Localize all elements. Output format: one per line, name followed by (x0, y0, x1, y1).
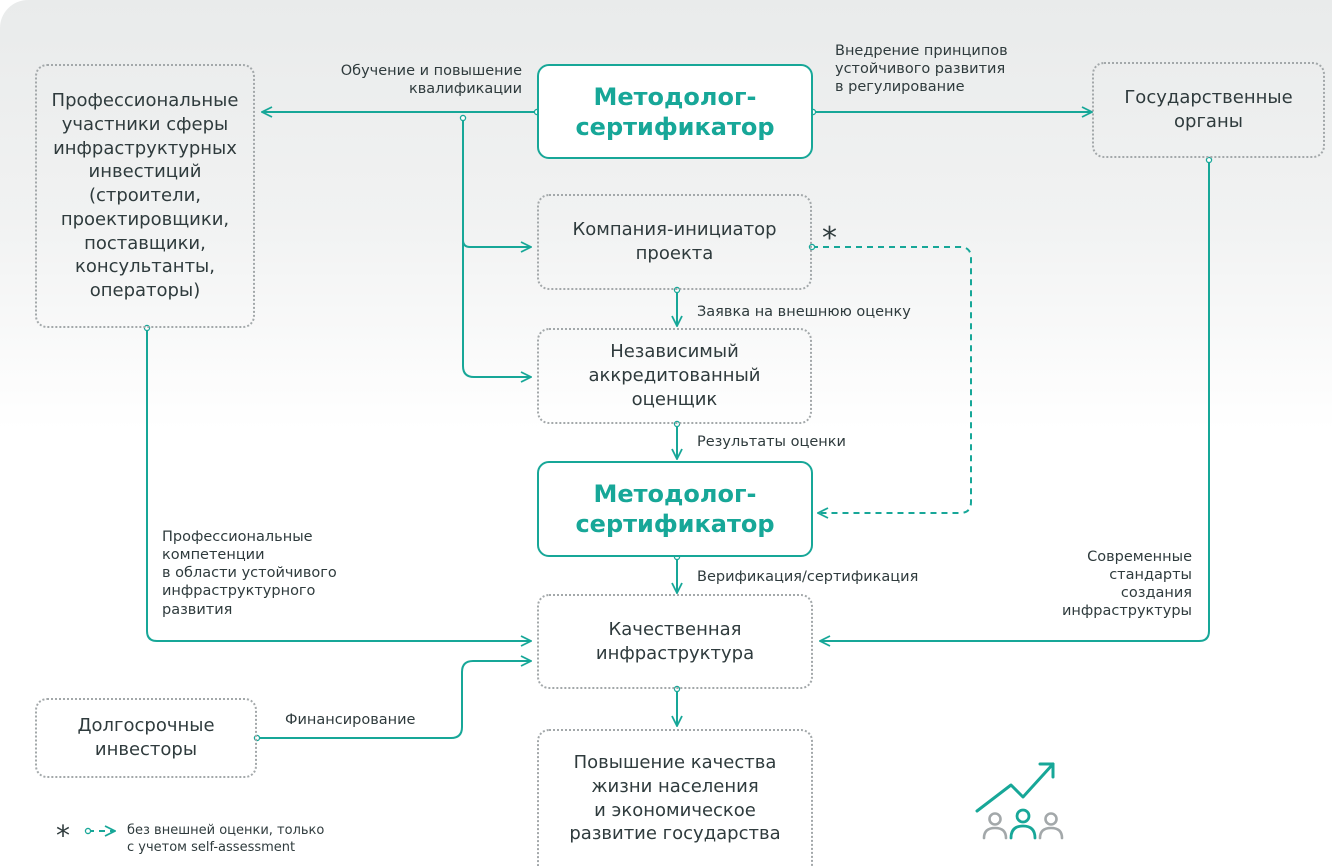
label-application: Заявка на внешнюю оценку (697, 304, 911, 320)
legend-asterisk: * (56, 819, 70, 852)
node-methodologist-top: Методолог- сертификатор (537, 64, 813, 159)
label-training: Обучение и повышение квалификации (340, 63, 522, 98)
node-professionals-label: Профессиональные участники сферы инфраст… (51, 90, 239, 302)
node-assessor-label: Независимый аккредитованный оценщик (588, 341, 761, 410)
node-quality-infra: Качественная инфраструктура (537, 594, 813, 689)
node-methodologist-top-label: Методолог- сертификатор (575, 82, 775, 141)
node-methodologist-mid: Методолог- сертификатор (537, 461, 813, 557)
node-investors-label: Долгосрочные инвесторы (77, 715, 215, 760)
edge-standards (820, 160, 1209, 641)
node-methodologist-mid-label: Методолог- сертификатор (575, 480, 775, 538)
label-standards: Современные стандарты создания инфрастру… (1061, 549, 1192, 620)
label-results: Результаты оценки (697, 434, 846, 450)
label-principles: Внедрение принципов устойчивого развития… (835, 43, 1008, 96)
node-initiator: Компания-инициатор проекта (537, 194, 812, 290)
node-professionals: Профессиональные участники сферы инфраст… (35, 64, 255, 328)
label-financing: Финансирование (285, 712, 416, 728)
edge-financing (257, 661, 531, 738)
edge-self-assessment (812, 247, 972, 513)
node-initiator-label: Компания-инициатор проекта (572, 219, 777, 264)
node-investors: Долгосрочные инвесторы (35, 698, 257, 778)
node-government: Государственные органы (1092, 62, 1325, 158)
node-quality-infra-label: Качественная инфраструктура (595, 618, 755, 664)
label-verification: Верификация/сертификация (697, 569, 919, 585)
node-assessor: Независимый аккредитованный оценщик (537, 328, 812, 424)
edge-competences (147, 328, 531, 641)
node-government-label: Государственные органы (1124, 87, 1293, 132)
legend-text: без внешней оценки, только с учетом self… (127, 823, 325, 855)
label-competences: Профессиональные компетенции в области у… (162, 529, 337, 618)
growth-people-icon (975, 762, 1064, 840)
node-life-quality: Повышение качества жизни населения и эко… (537, 729, 813, 866)
node-life-quality-label: Повышение качества жизни населения и эко… (569, 752, 781, 845)
self-assessment-asterisk: * (822, 221, 837, 256)
edge-training-initiator (462, 239, 531, 247)
